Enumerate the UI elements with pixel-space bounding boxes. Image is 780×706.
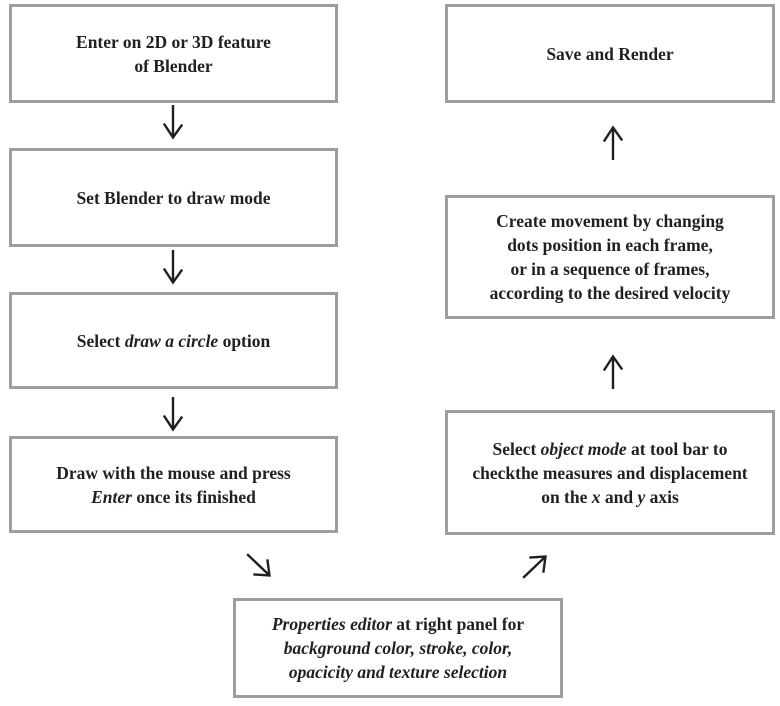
- arrow-up-right-icon: [522, 555, 547, 579]
- box-text-line: Properties editor at right panel for: [272, 612, 524, 636]
- box-text-segment: axis: [645, 486, 679, 507]
- box-text-segment: Select: [76, 330, 125, 351]
- box-text-line: dots position in each frame,: [507, 235, 713, 255]
- flow-box-save-render: Save and Render: [445, 4, 775, 103]
- box-text-segment: option: [218, 330, 271, 351]
- box-text-line: Enter once its finished: [91, 485, 256, 509]
- arrow-down-icon: [162, 397, 184, 432]
- box-text-line: Enter on 2D or 3D feature: [76, 31, 271, 52]
- arrow-up-icon: [602, 125, 624, 160]
- flow-box-draw-mode: Set Blender to draw mode: [9, 148, 338, 247]
- box-text-line: Create movement by changing: [496, 211, 724, 231]
- flow-box-object-mode: Select object mode at tool bar to checkt…: [445, 410, 775, 535]
- box-text-segment: Enter: [91, 486, 132, 507]
- flow-box-create-movement: Create movement by changing dots positio…: [445, 195, 775, 319]
- flow-box-draw-circle: Select draw a circle option: [9, 292, 338, 389]
- arrow-down-right-icon: [246, 553, 271, 577]
- box-text-segment: x: [591, 486, 601, 507]
- box-text-segment: once its finished: [131, 486, 256, 507]
- box-text-line: checkthe measures and displacement: [472, 462, 748, 483]
- box-text-line: opacicity and texture selection: [288, 662, 508, 682]
- box-text-segment: object mode: [540, 438, 627, 459]
- arrow-down-icon: [162, 105, 184, 140]
- box-text-line: Save and Render: [546, 43, 674, 64]
- box-text-segment: draw a circle: [124, 330, 219, 351]
- flow-box-draw-mouse: Draw with the mouse and press Enter once…: [9, 436, 338, 533]
- box-text-line: or in a sequence of frames,: [510, 259, 710, 279]
- box-text-line: background color, stroke, color,: [283, 638, 513, 658]
- box-text-segment: and: [600, 486, 638, 507]
- box-text-segment: on the: [541, 486, 592, 507]
- flow-box-properties-editor: Properties editor at right panel for bac…: [233, 598, 563, 698]
- box-text-line: Draw with the mouse and press: [56, 462, 291, 483]
- flow-box-enter-feature: Enter on 2D or 3D feature of Blender: [9, 4, 338, 103]
- box-text-segment: at tool bar to: [626, 438, 728, 459]
- arrow-up-icon: [602, 354, 624, 389]
- box-text-segment: Properties editor: [271, 614, 392, 634]
- box-text-segment: y: [637, 486, 646, 507]
- box-text-segment: Select: [492, 438, 541, 459]
- box-text-line: Select draw a circle option: [77, 329, 270, 353]
- arrow-down-icon: [162, 250, 184, 285]
- box-text-line: Set Blender to draw mode: [76, 187, 271, 208]
- box-text-line: according to the desired velocity: [489, 283, 731, 303]
- box-text-line: of Blender: [134, 55, 213, 76]
- box-text-line: on the x and y axis: [541, 485, 679, 509]
- box-text-line: Select object mode at tool bar to: [493, 437, 728, 461]
- box-text-segment: at right panel for: [391, 614, 525, 634]
